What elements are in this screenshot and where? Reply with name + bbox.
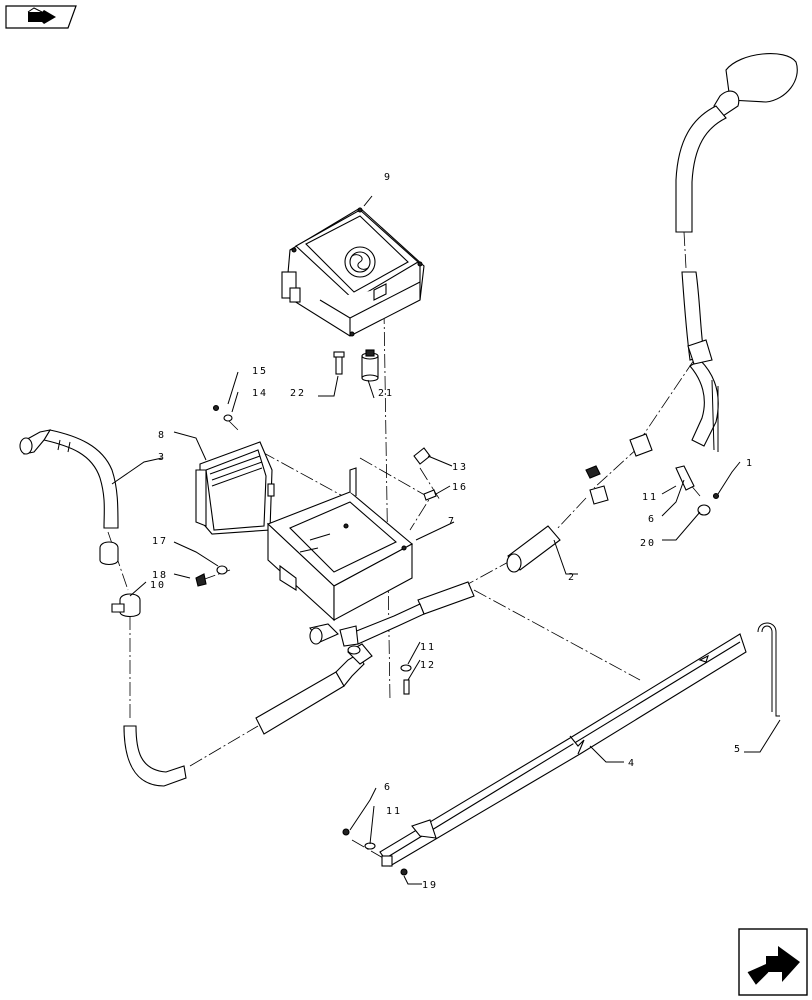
- part-4-rail[interactable]: [379, 633, 747, 867]
- callout-3: 3: [158, 452, 166, 463]
- callout-9: 9: [384, 172, 392, 183]
- callout-11-bottom: 11: [386, 806, 402, 817]
- callout-labels: 9 1 2 3 4 5 6 6 7 8 10 11 11 11 12 13 14…: [150, 172, 754, 891]
- callout-6-right: 6: [648, 514, 656, 525]
- callout-20: 20: [640, 538, 656, 549]
- callout-11-center: 11: [420, 642, 436, 653]
- callout-2: 2: [568, 572, 576, 583]
- callout-8: 8: [158, 430, 166, 441]
- part-2-hose[interactable]: [506, 525, 561, 573]
- callout-5: 5: [734, 744, 742, 755]
- callout-14: 14: [252, 388, 268, 399]
- callout-13: 13: [452, 462, 468, 473]
- callout-22: 22: [290, 388, 306, 399]
- callout-18: 18: [152, 570, 168, 581]
- fill-neck-hose[interactable]: [675, 53, 798, 452]
- upper-center-hose[interactable]: [309, 581, 475, 647]
- middle-hose[interactable]: [255, 643, 373, 735]
- part-5-wire[interactable]: [757, 622, 780, 717]
- part-8-monitor[interactable]: [195, 441, 275, 535]
- next-page-arrow-icon: [738, 928, 808, 996]
- callout-12: 12: [420, 660, 436, 671]
- callout-16: 16: [452, 482, 468, 493]
- callout-19: 19: [422, 880, 438, 891]
- callout-6-bottom: 6: [384, 782, 392, 793]
- lower-hose[interactable]: [123, 725, 187, 787]
- part-9-controller[interactable]: [281, 195, 425, 337]
- book-arrow-icon: [5, 5, 77, 29]
- part-10-clamp[interactable]: [99, 541, 141, 618]
- back-nav-button[interactable]: [4, 4, 78, 30]
- callout-4: 4: [628, 758, 636, 769]
- callout-7: 7: [448, 516, 456, 527]
- part-3-hose[interactable]: [19, 429, 119, 529]
- callout-1: 1: [746, 458, 754, 469]
- callout-10: 10: [150, 580, 166, 591]
- small-fasteners[interactable]: [195, 404, 720, 876]
- leader-lines: [111, 371, 781, 885]
- callout-11-right: 11: [642, 492, 658, 503]
- callout-21: 21: [378, 388, 394, 399]
- right-fittings[interactable]: [589, 433, 653, 505]
- part-7-bracket[interactable]: [266, 467, 413, 622]
- callout-15: 15: [252, 366, 268, 377]
- callout-17: 17: [152, 536, 168, 547]
- part-22-bolt[interactable]: [333, 351, 345, 375]
- part-21-isolator[interactable]: [361, 349, 379, 382]
- next-page-button[interactable]: [738, 928, 808, 996]
